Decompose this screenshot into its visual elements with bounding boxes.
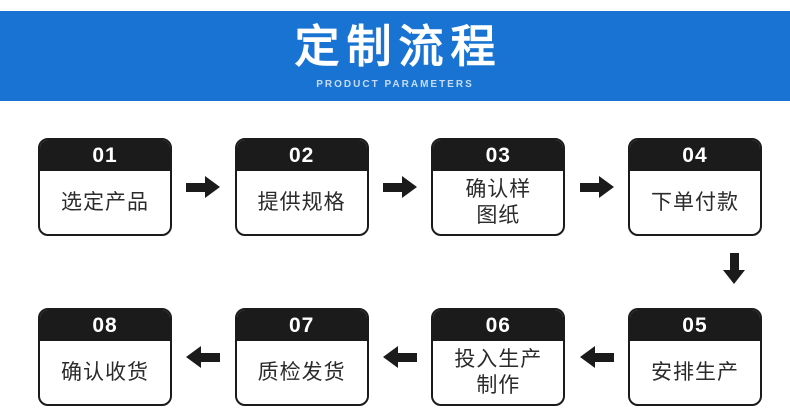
- step-number: 02: [236, 140, 367, 171]
- step-box-02: 02 提供规格: [234, 138, 369, 236]
- step-box-06: 06 投入生产 制作: [431, 308, 566, 406]
- step-number: 01: [40, 140, 170, 171]
- step-box-07: 07 质检发货: [234, 308, 369, 406]
- step-number: 05: [629, 310, 760, 341]
- arrow-left-icon: [382, 346, 417, 368]
- step-box-08: 08 确认收货: [38, 308, 172, 406]
- banner: 定制流程 PRODUCT PARAMETERS: [0, 11, 790, 101]
- step-number: 03: [433, 140, 564, 171]
- row-connector: [38, 236, 762, 308]
- step-number: 06: [433, 310, 564, 341]
- step-box-05: 05 安排生产: [627, 308, 762, 406]
- step-label: 确认样 图纸: [465, 177, 532, 227]
- flow-row-bottom: 08 确认收货 07 质检发货 06 投入生产 制作 05 安排生产: [38, 308, 762, 406]
- arrow-left-icon: [579, 346, 614, 368]
- step-number: 07: [236, 310, 367, 341]
- step-label: 投入生产 制作: [454, 347, 543, 397]
- step-box-03: 03 确认样 图纸: [431, 138, 566, 236]
- step-label: 质检发货: [257, 360, 346, 384]
- step-label: 选定产品: [61, 190, 149, 214]
- step-label: 下单付款: [650, 190, 739, 214]
- flow-row-top: 01 选定产品 02 提供规格 03 确认样 图纸 04 下单付款: [38, 138, 762, 236]
- step-label: 提供规格: [257, 190, 346, 214]
- banner-subtitle: PRODUCT PARAMETERS: [316, 79, 474, 90]
- arrow-down-icon: [723, 253, 745, 284]
- step-number: 08: [40, 310, 170, 341]
- step-box-04: 04 下单付款: [627, 138, 762, 236]
- arrow-right-icon: [579, 176, 614, 198]
- step-box-01: 01 选定产品: [38, 138, 172, 236]
- step-label: 确认收货: [61, 360, 149, 384]
- process-flow-diagram: 01 选定产品 02 提供规格 03 确认样 图纸 04 下单付款 08 确认收…: [0, 138, 790, 406]
- step-number: 04: [629, 140, 760, 171]
- banner-title: 定制流程: [294, 21, 503, 72]
- arrow-left-icon: [186, 346, 221, 368]
- step-label: 安排生产: [650, 360, 739, 384]
- arrow-right-icon: [186, 176, 221, 198]
- arrow-right-icon: [382, 176, 417, 198]
